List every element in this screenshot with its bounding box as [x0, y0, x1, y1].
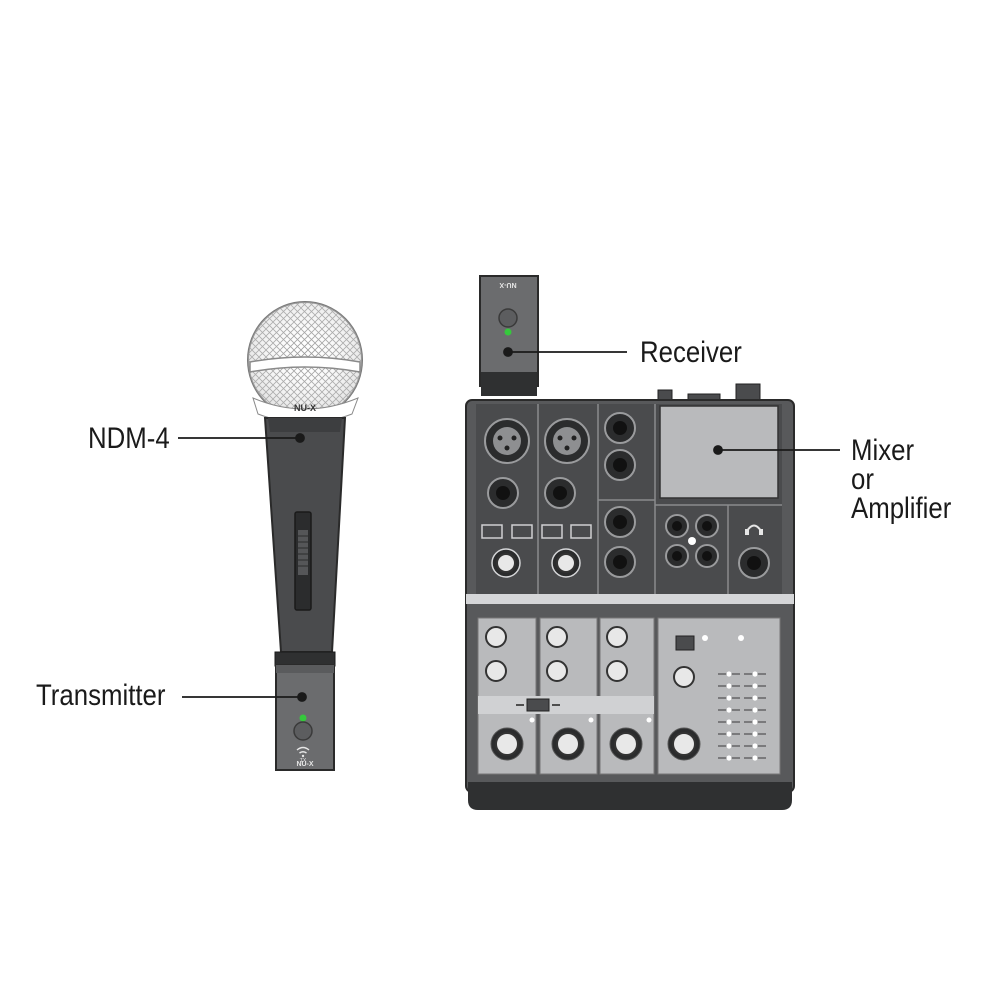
output-jacks [665, 514, 719, 568]
jack-inputs [487, 412, 636, 578]
xlr-input-2 [544, 418, 590, 464]
label-mixer-line2: or [851, 463, 874, 496]
receiver-logo: NU-X [499, 281, 516, 288]
mixer [465, 383, 795, 810]
label-mixer-or-amplifier: Mixer or Amplifier [851, 434, 952, 525]
label-transmitter: Transmitter [36, 679, 166, 712]
label-mixer-line3: Amplifier [851, 492, 952, 525]
pan-slider [526, 698, 550, 712]
headphone-icon [745, 524, 763, 535]
mic-logo: NU-X [294, 403, 316, 413]
channel-switches [481, 524, 592, 539]
microphone [247, 301, 363, 653]
gain-knobs [491, 548, 581, 578]
transmitter [274, 651, 336, 771]
transmitter-button [293, 721, 313, 741]
leader-lines [178, 347, 840, 702]
wireless-icon [296, 746, 310, 758]
transmitter-logo: NU-X [296, 761, 313, 768]
volume-knobs [490, 727, 701, 761]
receiver-button [498, 308, 518, 328]
mic-grille [247, 301, 363, 424]
label-receiver: Receiver [640, 336, 742, 369]
label-mixer-line1: Mixer [851, 434, 915, 467]
xlr-input-1 [484, 418, 530, 464]
receiver [479, 275, 539, 396]
label-ndm4: NDM-4 [88, 422, 170, 455]
transmitter-led [299, 714, 307, 722]
receiver-led [504, 328, 512, 336]
eq-knobs [485, 626, 695, 688]
transmitter-mark: TX [300, 758, 307, 764]
level-meter [718, 671, 766, 761]
